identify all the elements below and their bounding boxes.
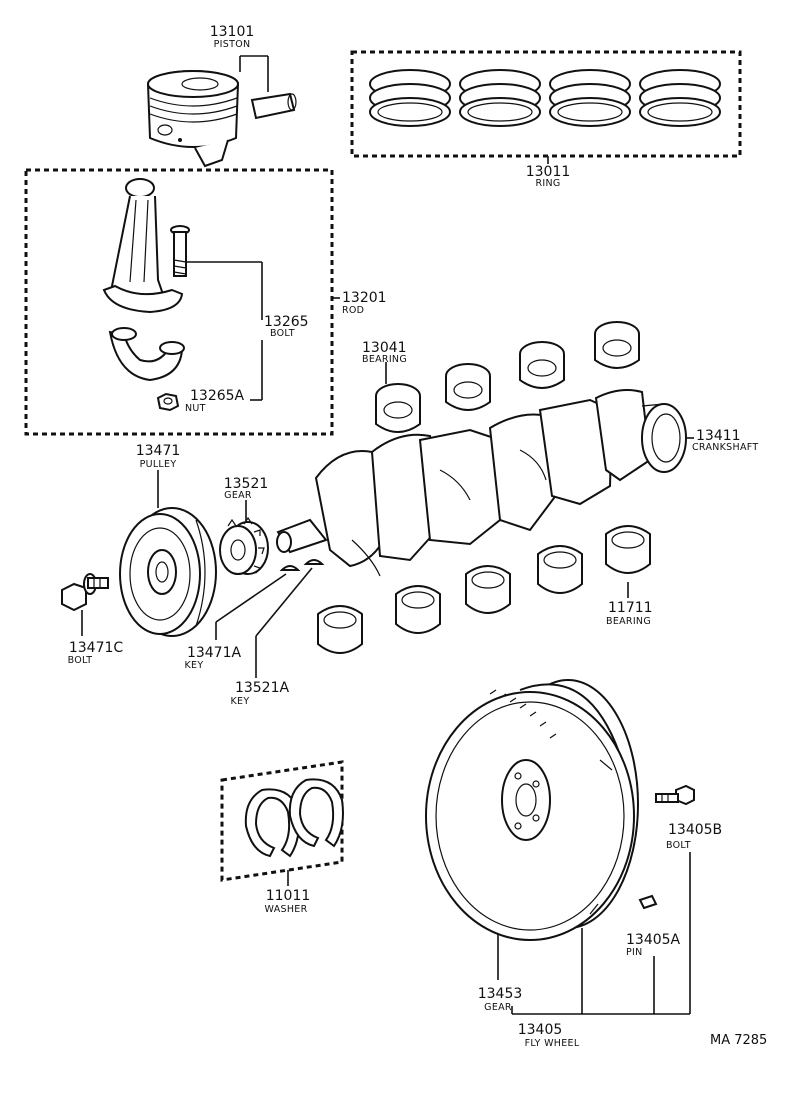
- connecting-rod-drawing: [102, 178, 184, 314]
- key-leaders: [215, 567, 313, 678]
- crankshaft-part-name: CRANKSHAFT: [692, 442, 758, 453]
- pulley-bolt-part-name: BOLT: [68, 655, 93, 666]
- rod-nut-part-number: 13265A: [190, 388, 245, 404]
- piston-rings-drawing: [369, 69, 721, 127]
- piston-pin-drawing: [250, 92, 297, 120]
- pulley-key-part-name: KEY: [185, 660, 204, 671]
- rod-bolt-drawing: [170, 225, 190, 277]
- flywheel-bolt-part-number: 13405B: [668, 822, 722, 838]
- lower-bearing-part-name: BEARING: [606, 616, 651, 627]
- crank-gear-part-name: GEAR: [224, 490, 252, 501]
- pulley-bolt-part-number: 13471C: [69, 640, 124, 656]
- ring-gear-part-number: 13453: [478, 986, 523, 1002]
- rod-part-number: 13201: [342, 290, 387, 306]
- flywheel-pin-part-number: 13405A: [626, 932, 681, 948]
- flywheel-bolt-drawing: [655, 784, 695, 806]
- lower-bearing-shells-drawing: [317, 525, 651, 654]
- lower-bearing-part-number: 11711: [608, 600, 653, 616]
- rod-bolt-part-number: 13265: [264, 314, 309, 330]
- crank-gear-part-number: 13521: [224, 476, 269, 492]
- flywheel-pin-drawing: [638, 894, 658, 910]
- washer-part-name: WASHER: [265, 904, 308, 915]
- diagram-code: MA 7285: [710, 1033, 767, 1048]
- rod-part-name: ROD: [342, 305, 364, 316]
- piston-part-number: 13101: [210, 24, 255, 40]
- flywheel-drawing: [425, 679, 639, 941]
- pulley-bolt-drawing: [61, 573, 109, 612]
- rod-leaders: [186, 261, 340, 401]
- pulley-part-name: PULLEY: [140, 459, 177, 470]
- upper-bearing-part-number: 13041: [362, 340, 407, 356]
- flywheel-leaders: [497, 852, 691, 1015]
- ring-part-number: 13011: [526, 164, 571, 180]
- ring-part-name: RING: [535, 178, 560, 189]
- pulley-key-part-number: 13471A: [187, 645, 242, 661]
- ring-gear-part-name: GEAR: [484, 1002, 512, 1013]
- flywheel-bolt-part-name: BOLT: [666, 840, 691, 851]
- rod-bolt-part-name: BOLT: [270, 328, 295, 339]
- crankshaft-part-number: 13411: [696, 428, 741, 444]
- gear-key-part-number: 13521A: [235, 680, 290, 696]
- ring-set-frame: [350, 50, 742, 158]
- flywheel-pin-part-name: PIN: [626, 947, 643, 958]
- washer-set-frame: [220, 760, 344, 882]
- washer-part-number: 11011: [266, 888, 311, 904]
- piston-leader: [239, 55, 269, 92]
- flywheel-part-name: FLY WHEEL: [525, 1038, 580, 1049]
- crank-gear-drawing: [219, 516, 269, 575]
- flywheel-part-number: 13405: [518, 1022, 563, 1038]
- rod-nut-drawing: [156, 392, 180, 412]
- woodruff-keys-drawing: [279, 559, 325, 571]
- rod-cap-drawing: [108, 327, 185, 382]
- piston-part-name: PISTON: [214, 39, 251, 50]
- rod-assembly-frame: [24, 168, 334, 436]
- thrust-washers-drawing: [244, 778, 344, 858]
- piston-drawing: [147, 70, 239, 168]
- upper-bearing-part-name: BEARING: [362, 354, 407, 365]
- upper-bearing-shells-drawing: [375, 321, 640, 433]
- rod-nut-part-name: NUT: [185, 403, 206, 414]
- pulley-part-number: 13471: [136, 443, 181, 459]
- pulley-drawing: [119, 507, 217, 637]
- gear-key-part-name: KEY: [231, 696, 250, 707]
- crankshaft-drawing: [276, 389, 687, 577]
